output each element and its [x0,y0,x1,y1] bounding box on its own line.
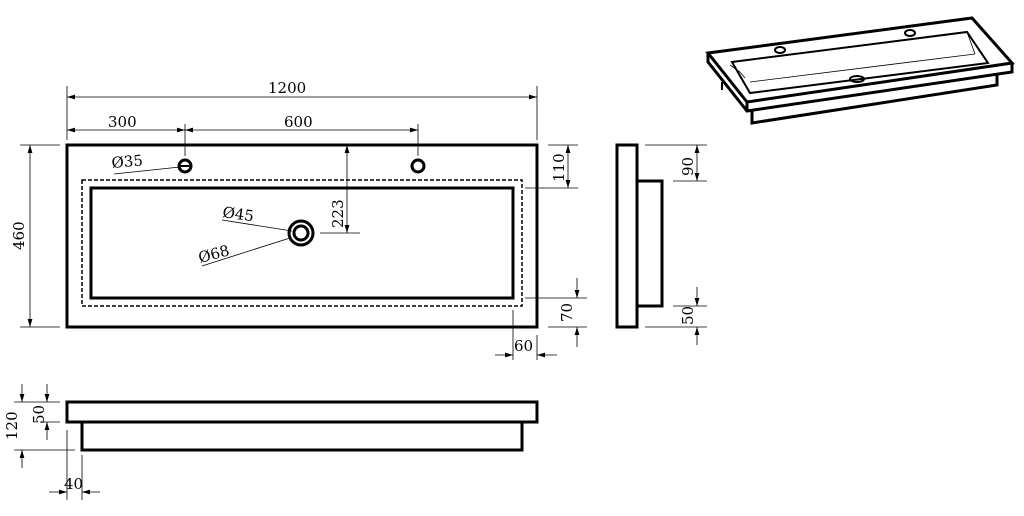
dim-front-rim: 70 [558,303,576,322]
underside-outline-hidden [81,179,523,307]
dim-drain-outer: Ø68 [196,241,231,267]
dim-top-thickness: 50 [30,405,48,424]
side-view: 90 50 [615,143,707,345]
dim-hole-diameter: Ø35 [111,151,144,172]
dim-total-width: 1200 [268,79,306,97]
basin-outline [65,143,539,329]
tap-hole-right [410,158,426,174]
dim-drain-inner: Ø45 [221,203,255,225]
dim-back-rim: 110 [550,153,568,182]
dim-depth: 460 [10,221,28,250]
dim-hole-spacing: 600 [284,113,313,131]
dim-drain-offset: 223 [329,199,347,228]
basin-bowl [89,186,515,300]
dim-side-inset: 40 [64,475,83,493]
dim-bottom-offset: 50 [679,306,697,325]
dim-hole-offset: 300 [108,113,137,131]
dim-total-height: 120 [3,411,21,440]
dim-side-rim: 60 [514,337,533,355]
dim-top-offset: 90 [679,157,697,176]
drain-inner [292,224,310,242]
drain-outer [287,219,315,247]
isometric-view [705,16,1015,125]
top-view: 1200 300 600 460 223 Ø35 Ø45 Ø68 110 70 [10,79,587,360]
front-view: 120 50 40 [3,384,539,500]
